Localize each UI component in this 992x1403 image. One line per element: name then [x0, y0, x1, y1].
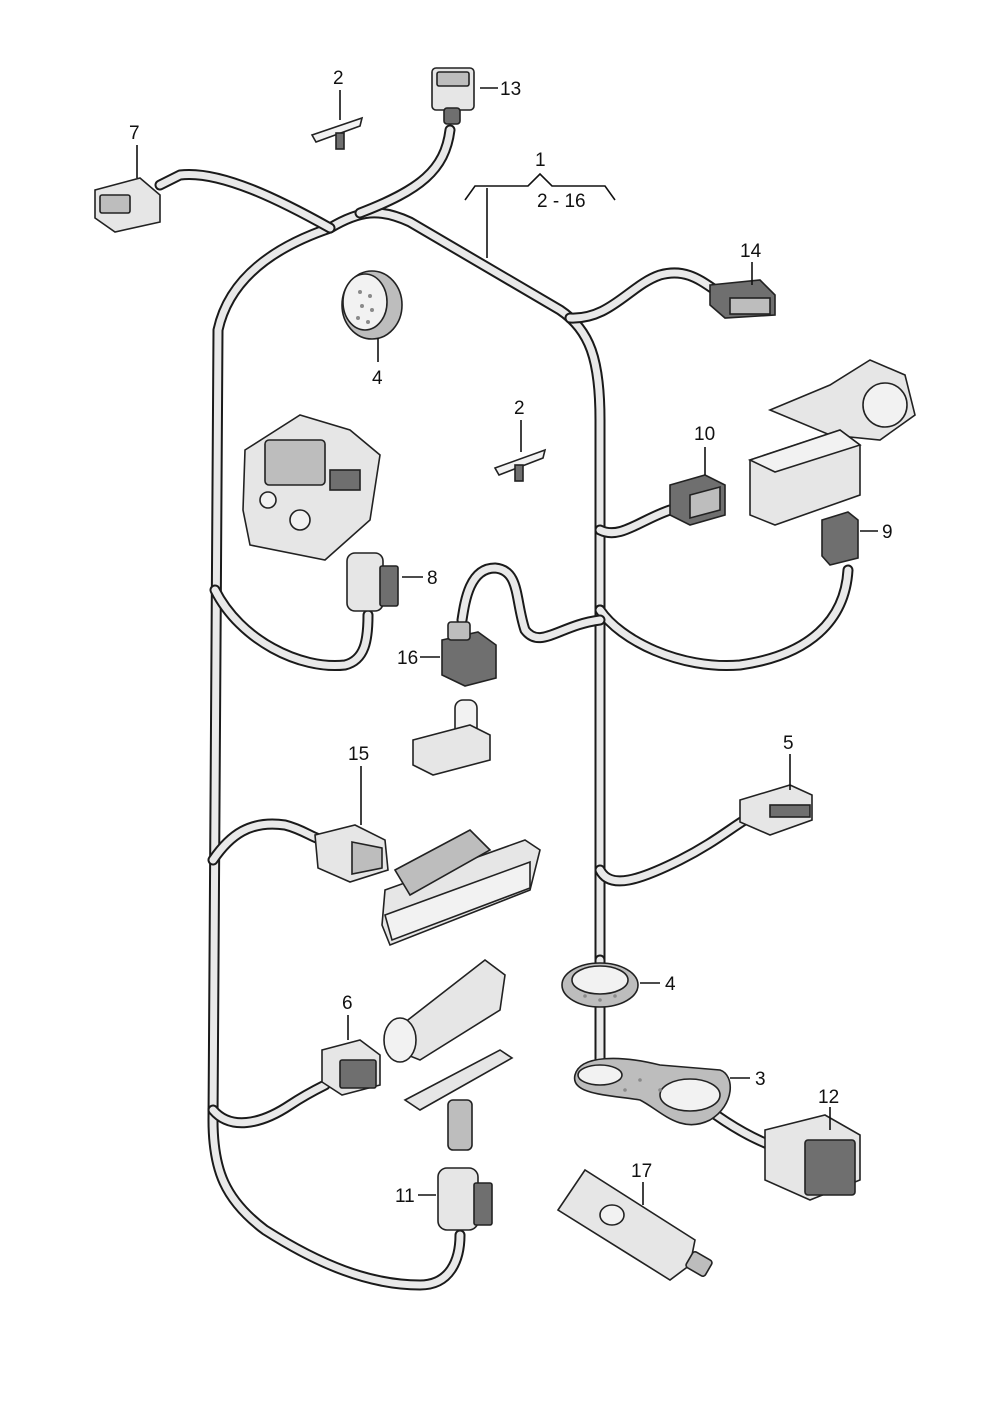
label-connector-15: 15: [348, 744, 369, 765]
grommet-seal: 3: [573, 1057, 766, 1126]
connector-14: 14: [709, 241, 776, 319]
label-range: 2 - 16: [537, 191, 586, 212]
label-connector-5: 5: [783, 733, 794, 754]
grommet-lower: 4: [561, 962, 676, 1008]
window-motor-control-unit: [747, 359, 916, 526]
label-clip-middle: 2: [514, 398, 525, 419]
connector-5: 5: [739, 733, 813, 836]
label-connector-13: 13: [500, 79, 521, 100]
label-main-harness: 1: [535, 150, 546, 171]
switch-element: [412, 699, 491, 776]
label-connector-10: 10: [694, 424, 715, 445]
grommet-upper: 4: [341, 270, 403, 389]
label-clip-top: 2: [333, 68, 344, 89]
label-connector-6: 6: [342, 993, 353, 1014]
connector-15: 15: [314, 744, 389, 883]
connector-7: 7: [94, 123, 161, 233]
label-connector-12: 12: [818, 1087, 839, 1108]
connector-6: 6: [321, 993, 381, 1096]
connector-13: 13: [431, 67, 521, 125]
label-connector-14: 14: [740, 241, 762, 262]
main-harness-wires: [154, 124, 854, 1291]
label-connector-8: 8: [427, 568, 438, 589]
label-grommet-lower: 4: [665, 974, 676, 995]
connector-16: 16: [397, 621, 497, 687]
clip-middle: 2: [493, 398, 547, 482]
clip-top: 2: [310, 68, 364, 150]
door-handle: [381, 829, 541, 947]
connector-8: 8: [346, 552, 438, 612]
label-connector-16: 16: [397, 648, 418, 669]
actuator-element: [383, 958, 514, 1151]
door-lock-unit: [242, 414, 381, 561]
connector-11: 11: [395, 1167, 493, 1231]
grease-tube: 17: [556, 1161, 713, 1281]
label-grommet-upper: 4: [372, 368, 383, 389]
connector-9: 9: [821, 511, 893, 566]
label-grommet-seal: 3: [755, 1069, 766, 1090]
label-connector-9: 9: [882, 522, 893, 543]
connector-12: 12: [764, 1087, 861, 1201]
label-connector-7: 7: [129, 123, 140, 144]
label-grease-tube: 17: [631, 1161, 652, 1182]
connector-10: 10: [669, 424, 726, 526]
label-connector-11: 11: [395, 1186, 415, 1207]
group-bracket: 1 2 - 16: [464, 150, 616, 258]
